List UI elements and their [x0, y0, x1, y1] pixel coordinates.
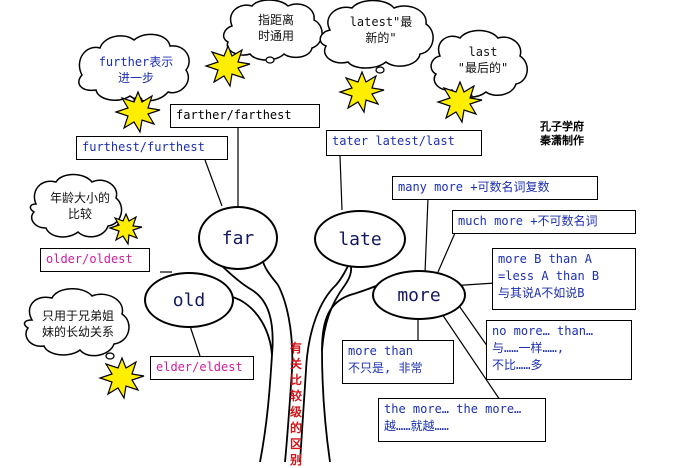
- no-more-line-3: 不比……多: [492, 358, 543, 372]
- bubble-latest: [319, 0, 434, 69]
- no-more-line-2: 与……一样……,: [492, 341, 565, 355]
- node-old: old: [144, 272, 234, 328]
- bubble-last-line-2: "最后的": [457, 61, 509, 75]
- bubble-last: [430, 29, 528, 98]
- bubble-age-text: 年龄大小的 比较: [40, 190, 120, 222]
- bubble-latest-line-2: 新的": [365, 31, 397, 45]
- box-more-b-than-a: more B than A =less A than B 与其说A不如说B: [492, 248, 636, 310]
- trunk-char-1: 有: [289, 341, 302, 355]
- box-more-than: more than 不只是, 非常: [342, 340, 454, 384]
- bubble-further: [78, 33, 190, 102]
- the-more-line-2: 越……就越……: [384, 419, 449, 433]
- box-no-more-than: no more… than… 与……一样……, 不比……多: [486, 320, 632, 380]
- bubble-last-line-1: last: [468, 45, 498, 59]
- burst-5: [108, 212, 143, 246]
- bubble-distance-line-2: 时通用: [257, 29, 294, 43]
- bubble-age-line-2: 比较: [67, 207, 92, 221]
- bubble-latest-text: latest"最 新的": [336, 14, 426, 46]
- tree-trunk: [213, 257, 393, 462]
- trunk-char-5: 级: [289, 405, 302, 419]
- no-more-line-1: no more… than…: [492, 324, 594, 338]
- trunk-char-3: 比: [289, 373, 302, 387]
- box-much-more: much more +不可数名词: [452, 210, 636, 234]
- burst-4: [436, 80, 483, 124]
- burst-3: [338, 70, 385, 114]
- node-far: far: [198, 206, 278, 270]
- trunk-char-8: 别: [289, 453, 302, 467]
- thought-bubbles: [23, 0, 528, 357]
- bubble-siblings-text: 只用于兄弟姐 妹的长幼关系: [32, 308, 124, 340]
- bubble-distance-text: 指距离 时通用: [236, 12, 316, 44]
- node-more: more: [372, 270, 466, 320]
- node-late: late: [314, 210, 406, 268]
- the-more-line-1: the more… the more…: [384, 402, 522, 416]
- credit-line-1: 孔子学府: [540, 120, 584, 133]
- bubble-siblings-line-1: 只用于兄弟姐: [41, 309, 114, 323]
- more-than-line-1: more than: [348, 344, 414, 358]
- more-b-line-1: more B than A: [498, 252, 592, 266]
- bubble-age-line-1: 年龄大小的: [49, 191, 110, 205]
- more-b-line-2: =less A than B: [498, 269, 600, 283]
- bubble-latest-line-1: latest"最: [349, 15, 413, 29]
- burst-6: [98, 356, 145, 400]
- more-b-line-3: 与其说A不如说B: [498, 286, 585, 300]
- bubble-siblings-line-2: 妹的长幼关系: [41, 325, 114, 339]
- trunk-char-4: 较: [289, 389, 302, 403]
- trunk-char-7: 区: [289, 437, 302, 451]
- bubble-further-line-1: further表示: [98, 55, 174, 69]
- box-farther: farther/farthest: [170, 104, 320, 128]
- author-credit: 孔子学府 秦潇制作: [540, 120, 584, 148]
- starbursts: [98, 44, 483, 400]
- box-many-more: many more +可数名词复数: [392, 176, 598, 200]
- bubble-further-line-2: 进一步: [117, 71, 154, 85]
- trunk-char-6: 的: [289, 421, 302, 435]
- bubble-siblings: [23, 288, 130, 357]
- box-the-more: the more… the more… 越……就越……: [378, 398, 546, 442]
- box-tater: tater latest/last: [326, 130, 482, 156]
- bubble-age: [29, 173, 123, 238]
- bubble-last-text: last "最后的": [446, 44, 520, 76]
- bubble-further-text: further表示 进一步: [88, 54, 184, 86]
- box-older: older/oldest: [40, 248, 150, 272]
- trunk-label: 有 关 比 较 级 的 区 别: [288, 340, 304, 468]
- credit-line-2: 秦潇制作: [540, 134, 584, 147]
- box-elder: elder/eldest: [150, 356, 254, 380]
- bubble-distance-line-1: 指距离: [257, 13, 294, 27]
- trunk-char-2: 关: [289, 357, 302, 371]
- burst-1: [114, 90, 161, 134]
- box-furthest: furthest/furthest: [76, 136, 228, 160]
- more-than-line-2: 不只是, 非常: [348, 361, 423, 375]
- burst-2: [204, 44, 251, 88]
